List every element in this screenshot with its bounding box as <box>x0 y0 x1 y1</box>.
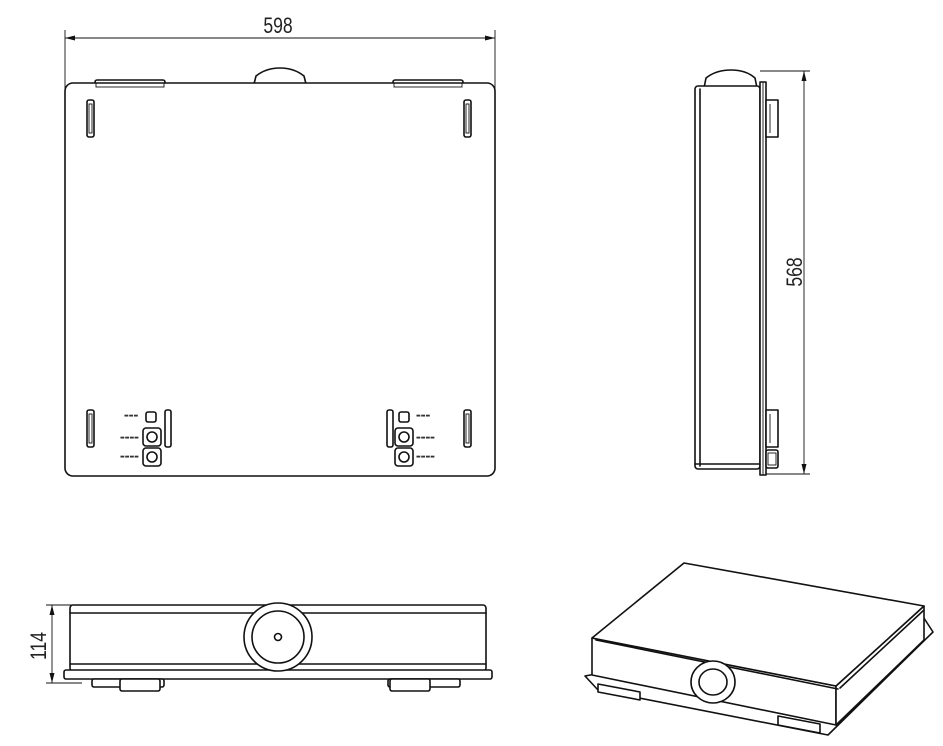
svg-text:▬▬▬: ▬▬▬ <box>124 413 138 419</box>
isometric-view <box>584 562 934 736</box>
svg-text:▬▬▬▬: ▬▬▬▬ <box>120 435 139 441</box>
height-dimension-label: 568 <box>783 257 807 286</box>
height-dimension: 568 <box>760 70 810 475</box>
svg-text:▬▬▬▬: ▬▬▬▬ <box>416 435 435 441</box>
front-view: 598 ▬▬▬ ▬▬▬▬ <box>64 14 496 477</box>
width-dimension-label: 598 <box>263 14 292 38</box>
side-view: 568 <box>694 69 810 476</box>
connector-cluster-right: ▬▬▬ ▬▬▬▬ ▬▬▬▬ <box>394 411 435 467</box>
depth-dimension: 114 <box>27 604 82 684</box>
depth-dimension-label: 114 <box>27 632 51 660</box>
svg-text:▬▬▬▬: ▬▬▬▬ <box>416 454 435 460</box>
svg-text:▬▬▬▬: ▬▬▬▬ <box>120 454 139 460</box>
width-dimension: 598 <box>64 14 496 90</box>
svg-text:▬▬▬: ▬▬▬ <box>416 413 430 419</box>
connector-cluster-left: ▬▬▬ ▬▬▬▬ ▬▬▬▬ <box>120 411 162 467</box>
bottom-view: 114 <box>27 602 493 692</box>
